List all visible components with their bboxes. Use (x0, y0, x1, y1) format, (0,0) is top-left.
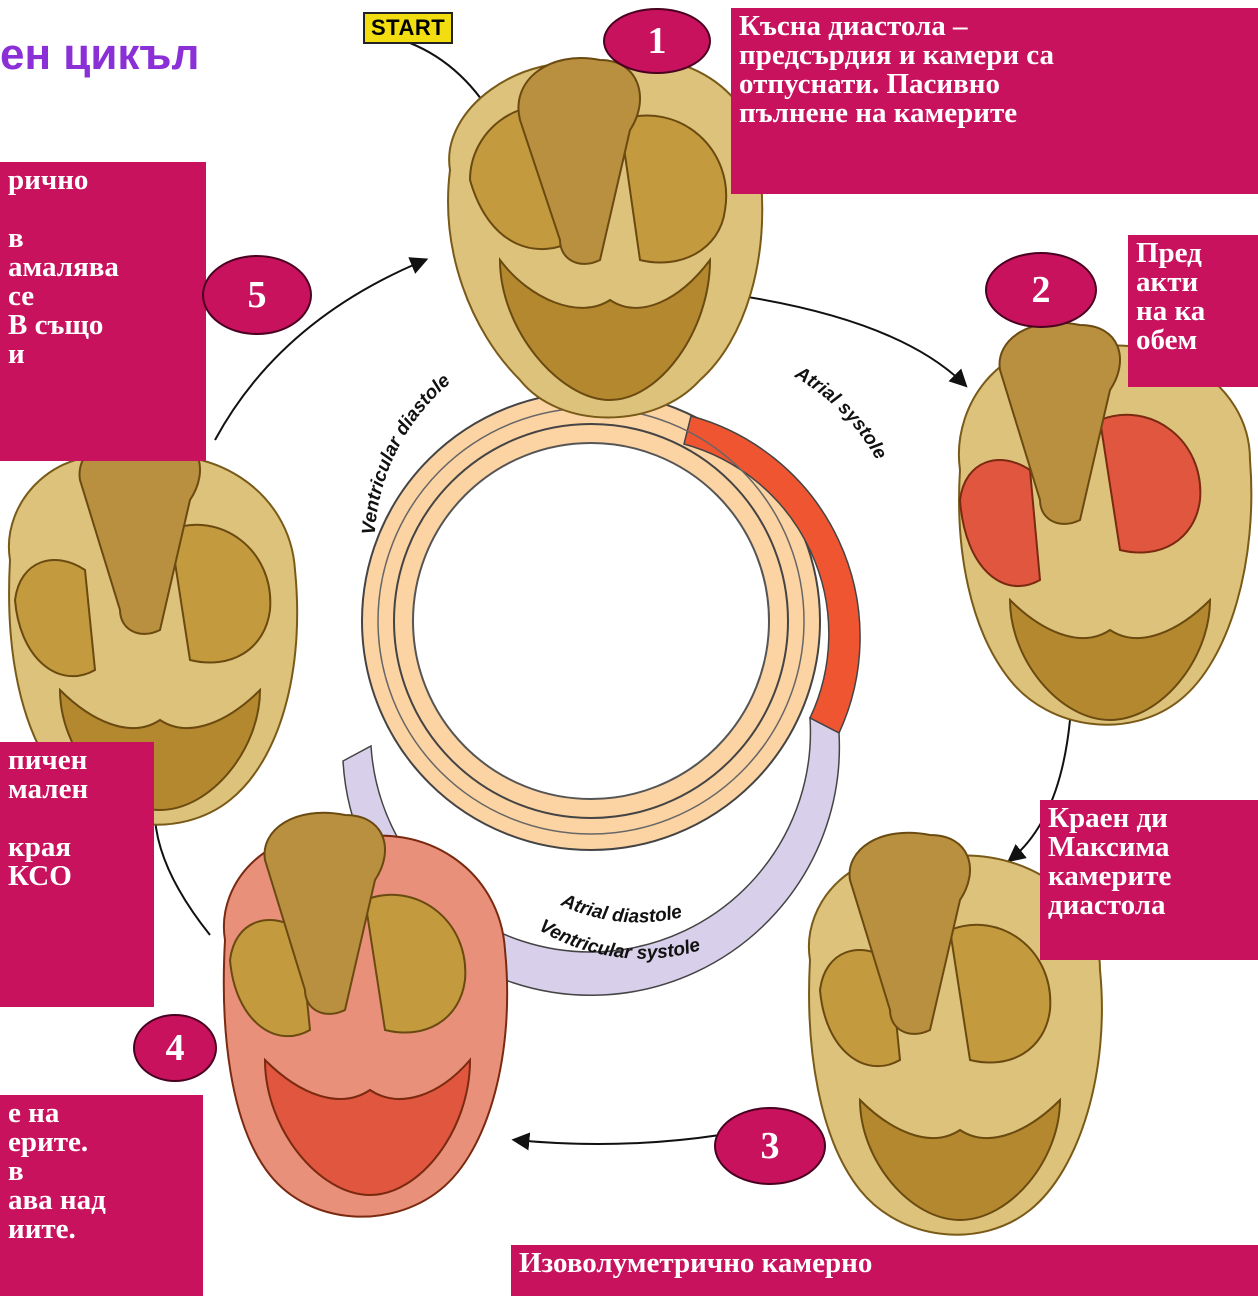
start-label: START (363, 12, 453, 44)
step-5-line: се (8, 282, 198, 311)
step-1-number: 1 (603, 8, 711, 74)
left-mid-line: края (8, 833, 146, 862)
step-4-line: ерите. (8, 1128, 195, 1157)
step-2-line: Пред (1136, 239, 1250, 268)
heart-illustration-1 (448, 58, 762, 417)
arrow-3-to-4 (515, 1135, 720, 1144)
step-2-line: акти (1136, 268, 1250, 297)
left-mid-line (8, 804, 146, 833)
step-3-line: камерите (1048, 862, 1250, 891)
left-mid-line: мален (8, 775, 146, 804)
step-3-line: Максима (1048, 833, 1250, 862)
ring-label-atrial-diastole: Atrial diastole (557, 890, 684, 928)
left-mid-description: пичен мален края КСО (0, 742, 154, 1007)
heart-illustration-4 (224, 813, 507, 1217)
step-1-line: отпуснати. Пасивно (739, 70, 1250, 99)
step-3-number: 3 (714, 1107, 826, 1185)
step-4-number: 4 (133, 1014, 217, 1082)
step-4-line: в (8, 1157, 195, 1186)
left-mid-line: КСО (8, 862, 146, 891)
step-2-description: Пред акти на ка обем (1128, 235, 1258, 387)
step-4-line: ава над (8, 1186, 195, 1215)
step-1-line: пълнене на камерите (739, 99, 1250, 128)
page-title: ен цикъл (0, 30, 199, 80)
step-1-line: предсърдия и камери са (739, 41, 1250, 70)
arrow-1-to-2 (735, 295, 965, 385)
step-5-line: В също (8, 311, 198, 340)
step-5-line: рично (8, 166, 198, 195)
step-1-line: Късна диастола – (739, 12, 1250, 41)
step-5-number: 5 (202, 255, 312, 335)
step-5-line (8, 195, 198, 224)
step-4-line: иите. (8, 1215, 195, 1244)
step-3-line: Краен ди (1048, 804, 1250, 833)
step-1-description: Късна диастола – предсърдия и камери са … (731, 8, 1258, 194)
step-5-line: в (8, 224, 198, 253)
step-3-description: Краен ди Максима камерите диастола (1040, 800, 1258, 960)
step-2-line: обем (1136, 326, 1250, 355)
bottom-line: Изоволуметрично камерно (519, 1249, 1250, 1278)
left-mid-line: пичен (8, 746, 146, 775)
step-2-line: на ка (1136, 297, 1250, 326)
step-5-line: и (8, 340, 198, 369)
step-4-description: е на ерите. в ава над иите. (0, 1095, 203, 1296)
step-5-description: рично в амалява се В също и (0, 162, 206, 461)
bottom-description: Изоволуметрично камерно (511, 1245, 1258, 1296)
ring-label-atrial-systole: Atrial systole (791, 362, 891, 463)
step-2-number: 2 (985, 252, 1097, 328)
step-4-line: е на (8, 1099, 195, 1128)
step-5-line: амалява (8, 253, 198, 282)
step-3-line: диастола (1048, 891, 1250, 920)
